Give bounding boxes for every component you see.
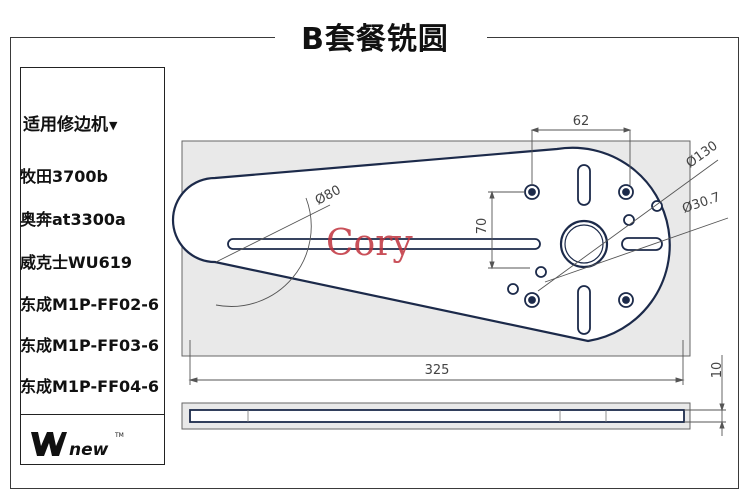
compatible-routers-panel: 适用修边机▼ 牧田3700b 奥奔at3300a 威克士WU619 东成M1P-… (20, 67, 165, 465)
sidebar-divider (21, 414, 164, 415)
mount-hole-top-right-center (622, 188, 630, 196)
outer-frame (10, 37, 739, 489)
dim-10-label: 10 (710, 362, 725, 379)
dim-325-label: 325 (425, 363, 450, 378)
logo-tm: TM (114, 432, 124, 439)
watermark-text: Cory (326, 223, 413, 264)
router-model-4: 东成M1P-FF02-6 (20, 295, 160, 314)
small-hole-4 (507, 283, 519, 295)
small-hole-2 (651, 200, 663, 212)
router-model-1: 牧田3700b (20, 167, 108, 186)
router-model-3: 威克士WU619 (20, 253, 133, 272)
center-hole (559, 219, 609, 269)
small-hole-1 (623, 214, 635, 226)
router-model-5: 东成M1P-FF03-6 (20, 336, 160, 355)
heading-label: 适用修边机 (23, 115, 108, 135)
mount-hole-bottom-right-center (622, 296, 630, 304)
dim-70 (488, 190, 530, 270)
page-title: B套餐铣圆 (0, 14, 750, 58)
mount-hole-top-left-center (528, 188, 536, 196)
dim-62 (530, 127, 632, 185)
dim-70-label: 70 (475, 218, 490, 235)
title-rule-right (487, 37, 739, 38)
title-rule-left (10, 37, 275, 38)
plate-side-view (189, 409, 685, 423)
arc-80-leader (215, 204, 331, 263)
down-triangle-icon: ▼ (109, 119, 118, 132)
dim-10 (684, 355, 726, 436)
brand-logo: new TM (31, 432, 124, 458)
compatible-routers-heading: 适用修边机▼ (23, 110, 117, 135)
router-model-2: 奥奔at3300a (20, 210, 126, 229)
dim-325 (188, 340, 685, 385)
kidney-slot-top (577, 164, 591, 206)
kidney-slot-right (621, 237, 663, 251)
small-hole-3 (535, 266, 547, 278)
router-model-6: 东成M1P-FF04-6 (20, 377, 160, 396)
adjustment-slot (227, 238, 541, 250)
diameter-leaders (537, 159, 729, 292)
arc-80 (215, 197, 312, 307)
mount-hole-bottom-left-center (528, 296, 536, 304)
logo-text: new (69, 440, 109, 458)
kidney-slot-bottom (577, 285, 591, 335)
dim-62-label: 62 (573, 114, 590, 129)
